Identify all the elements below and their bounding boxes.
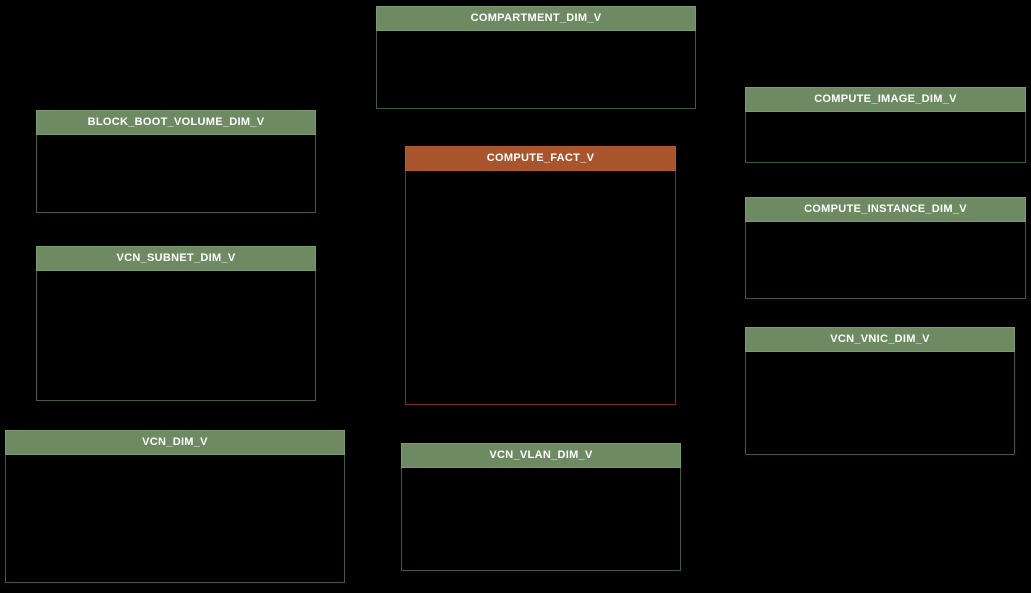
entity-body [745,352,1015,455]
entity-header[interactable]: VCN_VLAN_DIM_V [401,443,681,468]
entity-body [36,271,316,401]
entity-header[interactable]: COMPUTE_INSTANCE_DIM_V [745,197,1026,222]
entity-vcn-vnic-dim-v[interactable]: VCN_VNIC_DIM_V [745,327,1015,455]
entity-header[interactable]: COMPUTE_IMAGE_DIM_V [745,87,1026,112]
entity-header[interactable]: BLOCK_BOOT_VOLUME_DIM_V [36,110,316,135]
entity-body [745,112,1026,163]
entity-vcn-subnet-dim-v[interactable]: VCN_SUBNET_DIM_V [36,246,316,401]
entity-body [376,31,696,109]
entity-header[interactable]: VCN_DIM_V [5,430,345,455]
entity-body [36,135,316,213]
entity-compute-instance-dim-v[interactable]: COMPUTE_INSTANCE_DIM_V [745,197,1026,299]
entity-vcn-dim-v[interactable]: VCN_DIM_V [5,430,345,583]
entity-body [745,222,1026,299]
entity-header[interactable]: COMPARTMENT_DIM_V [376,6,696,31]
entity-compartment-dim-v[interactable]: COMPARTMENT_DIM_V [376,6,696,109]
entity-body [401,468,681,571]
entity-compute-fact-v[interactable]: COMPUTE_FACT_V [405,146,676,405]
entity-header[interactable]: VCN_SUBNET_DIM_V [36,246,316,271]
entity-body [5,455,345,583]
entity-header[interactable]: VCN_VNIC_DIM_V [745,327,1015,352]
entity-header[interactable]: COMPUTE_FACT_V [405,146,676,171]
entity-block-boot-volume-dim-v[interactable]: BLOCK_BOOT_VOLUME_DIM_V [36,110,316,213]
entity-body [405,171,676,405]
entity-vcn-vlan-dim-v[interactable]: VCN_VLAN_DIM_V [401,443,681,571]
entity-compute-image-dim-v[interactable]: COMPUTE_IMAGE_DIM_V [745,87,1026,163]
